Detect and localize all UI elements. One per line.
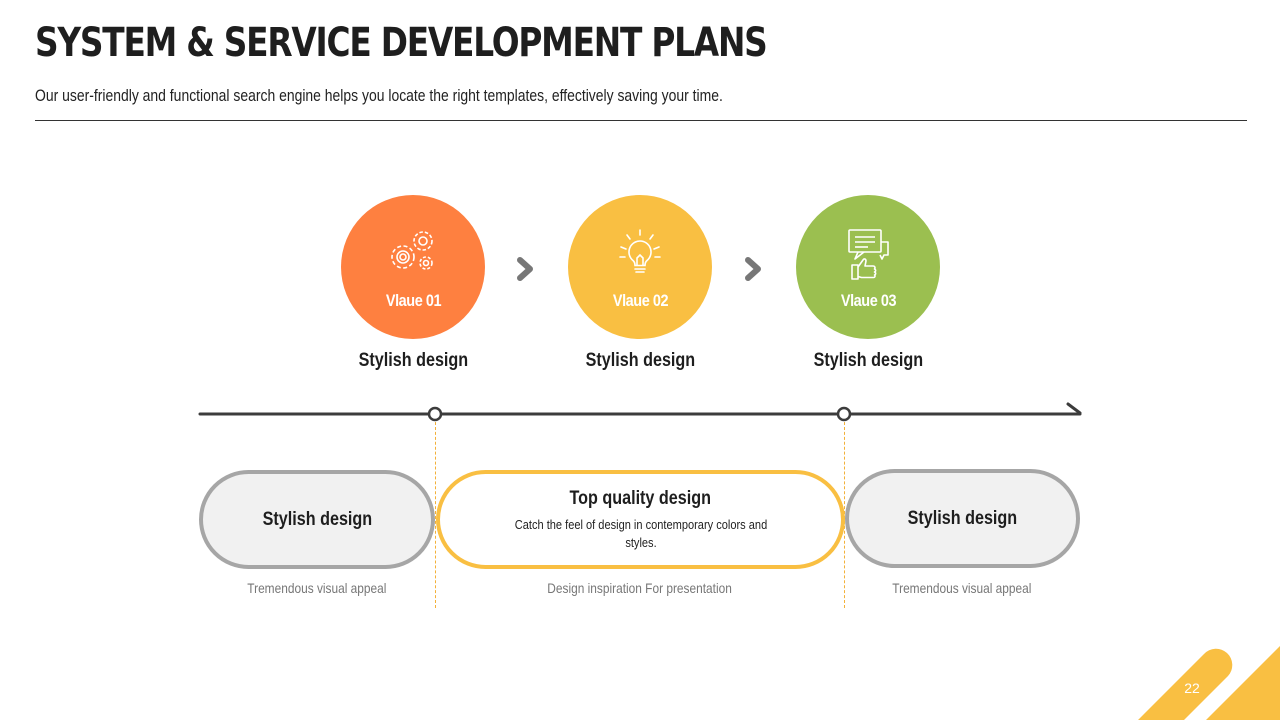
step-caption: Stylish design [358,350,468,371]
pill-caption: Tremendous visual appeal [892,580,1032,596]
page-title: SYSTEM & SERVICE DEVELOPMENT PLANS [35,20,768,66]
timeline-node [427,406,443,422]
dashed-guide [435,422,436,608]
pill-caption: Tremendous visual appeal [247,580,387,596]
pill-caption: Design inspiration For presentation [547,580,733,596]
step-label: Vlaue 02 [612,291,668,310]
chat-thumbs-up-icon [848,229,889,280]
step-circle-2: Vlaue 02 [568,195,712,339]
chevron-right-icon [745,257,761,281]
step-label: Vlaue 03 [840,291,896,310]
header-divider [35,120,1247,121]
gears-icon [391,231,433,270]
timeline-arrow [198,402,1082,422]
stage-pill-1: Stylish design [199,470,435,569]
step-circle-1: Vlaue 01 [341,195,485,339]
pill-title: Stylish design [262,508,372,530]
stage-pill-3: Stylish design [845,469,1080,568]
page-number: 22 [1184,680,1200,696]
page-subtitle: Our user-friendly and functional search … [35,86,723,105]
step-circle-3: Vlaue 03 [796,195,940,339]
stage-pill-2: Top quality design Catch the feel of des… [436,470,845,569]
chevron-right-icon [517,257,533,281]
pill-title: Stylish design [907,507,1018,529]
pill-title: Top quality design [569,487,712,509]
lightbulb-icon [619,229,661,273]
step-caption: Stylish design [585,350,695,371]
step-label: Vlaue 01 [385,291,441,310]
pill-description: Catch the feel of design in contemporary… [514,516,767,550]
corner-stripes-decoration [1138,646,1280,720]
timeline-node [836,406,852,422]
step-caption: Stylish design [813,350,923,371]
